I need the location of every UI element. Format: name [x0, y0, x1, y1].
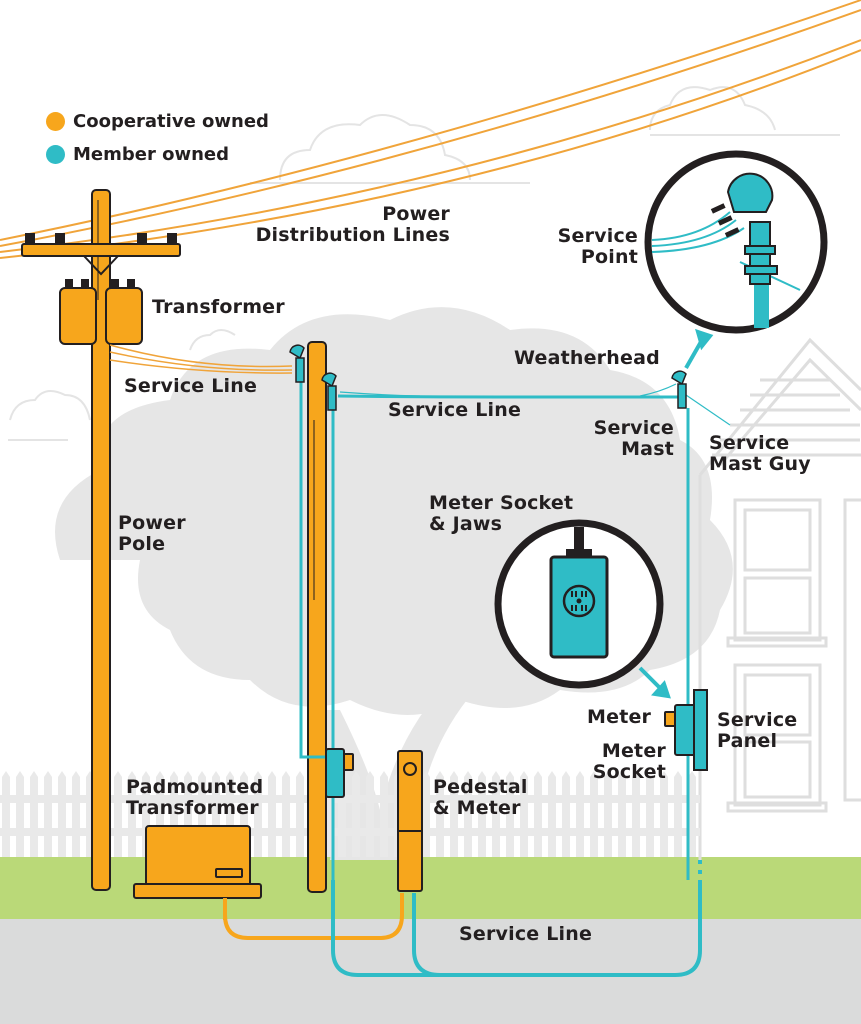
label-pedestal-meter: Pedestal & Meter	[433, 776, 528, 819]
label-service-point: Service Point	[557, 225, 638, 268]
legend-item-cooperative: Cooperative owned	[46, 111, 269, 132]
legend-label: Member owned	[73, 144, 230, 165]
fence-picket	[128, 771, 136, 857]
underground-area	[0, 919, 861, 1024]
fence-icon	[0, 771, 700, 857]
label-meter: Meter	[587, 706, 652, 728]
label-service-panel: Service Panel	[717, 709, 798, 752]
label-meter-socket: Meter Socket	[592, 740, 666, 783]
service-line-underground	[223, 880, 702, 977]
fence-picket	[576, 771, 584, 857]
label-service-mast-guy: Service Mast Guy	[709, 432, 811, 475]
label-service-line-top: Service Line	[124, 375, 258, 397]
legend-label: Cooperative owned	[73, 111, 269, 132]
service-line-overhead-coop	[109, 344, 293, 374]
fence-picket	[58, 771, 66, 857]
label-weatherhead: Weatherhead	[514, 347, 660, 369]
member-swatch-icon	[46, 145, 65, 164]
fence-picket	[520, 771, 528, 857]
arrow-icon	[684, 328, 714, 369]
fence-rail	[0, 795, 700, 803]
grass-strip	[0, 857, 861, 919]
fence-picket	[422, 771, 430, 857]
fence-picket	[688, 771, 696, 857]
power-distribution-lines	[0, 0, 861, 259]
weatherhead-icon	[289, 344, 687, 411]
legend-item-member: Member owned	[46, 144, 229, 165]
fence-picket	[30, 771, 38, 857]
fence-picket	[464, 771, 472, 857]
cloud-icon	[8, 86, 840, 441]
fence-picket	[674, 771, 682, 857]
label-service-line-underground: Service Line	[459, 923, 593, 945]
label-power-pole: Power Pole	[118, 512, 186, 555]
service-line-member	[299, 380, 680, 880]
fence-picket	[296, 771, 304, 857]
fence-picket	[44, 771, 52, 857]
fence-picket	[436, 771, 444, 857]
fence-picket	[506, 771, 514, 857]
fence-picket	[604, 771, 612, 857]
pole-meter-icon	[325, 748, 354, 798]
fence-picket	[492, 771, 500, 857]
fence-picket	[632, 771, 640, 857]
label-meter-socket-jaws: Meter Socket & Jaws	[429, 492, 574, 535]
fence-picket	[618, 771, 626, 857]
fence-picket	[16, 771, 24, 857]
fence-picket	[562, 771, 570, 857]
fence-picket	[478, 771, 486, 857]
service-point-callout	[644, 150, 828, 334]
fence-picket	[2, 771, 10, 857]
fence-picket	[534, 771, 542, 857]
pad-transformer-icon	[133, 825, 262, 899]
fence-picket	[590, 771, 598, 857]
utility-pole-icon	[21, 189, 181, 891]
fence-picket	[254, 771, 262, 857]
meter-socket-callout	[494, 519, 664, 689]
underground-dashes	[223, 860, 702, 920]
label-service-line-middle: Service Line	[388, 399, 522, 421]
label-service-mast: Service Mast	[593, 417, 674, 460]
cooperative-swatch-icon	[46, 112, 65, 131]
service-pole	[307, 341, 327, 893]
fence-picket	[366, 771, 374, 857]
fence-picket	[660, 771, 668, 857]
pedestal-meter-icon	[397, 750, 423, 892]
fence-picket	[352, 771, 360, 857]
fence-picket	[646, 771, 654, 857]
label-padmounted-transformer: Padmounted Transformer	[126, 776, 264, 819]
label-power-distribution-lines: Power Distribution Lines	[255, 203, 450, 246]
fence-picket	[548, 771, 556, 857]
fence-picket	[268, 771, 276, 857]
service-panel-icon	[664, 689, 708, 771]
fence-picket	[450, 771, 458, 857]
fence-picket	[72, 771, 80, 857]
arrow-icon	[638, 666, 671, 699]
label-transformer: Transformer	[152, 296, 285, 318]
pole-transformer-icon	[59, 279, 143, 345]
fence-picket	[114, 771, 122, 857]
fence-rail	[0, 828, 700, 836]
service-line-thin	[339, 383, 731, 426]
fence-picket	[380, 771, 388, 857]
fence-picket	[282, 771, 290, 857]
